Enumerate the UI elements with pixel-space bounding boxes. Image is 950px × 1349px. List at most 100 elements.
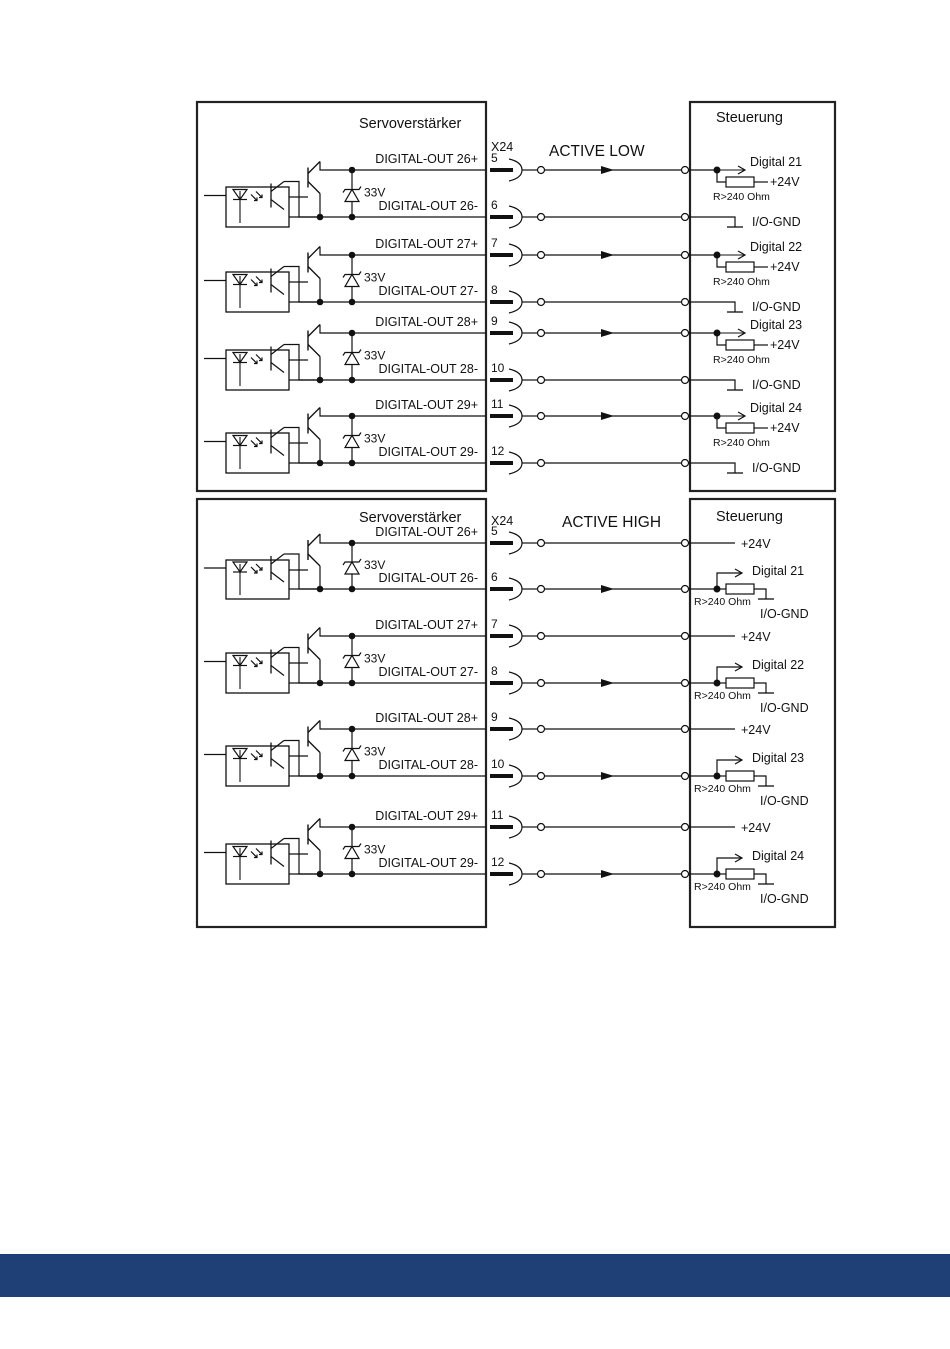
transistor-collector bbox=[307, 533, 321, 547]
zener-triangle bbox=[343, 747, 361, 762]
zener-bar bbox=[342, 843, 362, 850]
terminal-ring bbox=[536, 411, 546, 421]
phototransistor-icon bbox=[270, 266, 285, 295]
photodiode-icon bbox=[231, 561, 249, 595]
opto-collector-wire bbox=[289, 180, 320, 218]
light-arrow bbox=[250, 279, 258, 286]
digital-out-pos-label: DIGITAL-OUT 26+ bbox=[375, 152, 478, 166]
ground-wire bbox=[689, 216, 736, 227]
transistor-collector bbox=[307, 407, 321, 420]
light-arrow-head bbox=[259, 567, 263, 571]
digital-out-pos-label: DIGITAL-OUT 28+ bbox=[375, 315, 478, 329]
light-arrow-head bbox=[254, 756, 258, 761]
light-arrow-head bbox=[254, 854, 258, 859]
terminal-ring bbox=[536, 165, 546, 175]
light-arrow bbox=[250, 851, 258, 858]
light-arrow-head bbox=[259, 753, 263, 758]
pin-number: 12 bbox=[491, 855, 505, 869]
zener-diode-icon bbox=[342, 827, 362, 874]
light-arrow bbox=[250, 660, 258, 667]
input-arrow-icon bbox=[737, 328, 747, 338]
light-arrows-icon bbox=[250, 657, 263, 668]
digital-input-label: Digital 23 bbox=[750, 318, 802, 332]
resistor-wire bbox=[716, 170, 726, 183]
digital-out-neg-label: DIGITAL-OUT 26- bbox=[378, 199, 478, 213]
terminal-ring bbox=[536, 212, 546, 222]
zener-voltage-label: 33V bbox=[364, 652, 385, 666]
pt-emitter bbox=[270, 758, 285, 769]
led-triangle bbox=[231, 188, 249, 201]
transistor-icon bbox=[289, 324, 352, 380]
zener-triangle bbox=[343, 560, 361, 575]
digital-out-neg-label: DIGITAL-OUT 27- bbox=[378, 284, 478, 298]
input-arrow-icon bbox=[734, 755, 744, 765]
servo-amplifier-box bbox=[195, 497, 488, 929]
light-arrow bbox=[255, 657, 263, 664]
zener-diode-icon bbox=[342, 255, 362, 302]
optocoupler-box bbox=[225, 652, 290, 694]
digital-out-pos-label: DIGITAL-OUT 28+ bbox=[375, 711, 478, 725]
phototransistor-icon bbox=[270, 344, 285, 373]
pt-collector bbox=[270, 647, 285, 658]
phototransistor-icon bbox=[270, 647, 285, 676]
light-arrow-head bbox=[259, 194, 263, 199]
digital-input-label: Digital 24 bbox=[752, 849, 804, 863]
zener-bar bbox=[342, 558, 362, 566]
supply-label: +24V bbox=[741, 821, 771, 835]
digital-out-neg-label: DIGITAL-OUT 29- bbox=[378, 445, 478, 459]
direction-arrow-icon bbox=[601, 585, 614, 593]
optocoupler-box bbox=[225, 559, 290, 600]
servo-amplifier-box bbox=[195, 100, 488, 493]
resistor-value-label: R>240 Ohm bbox=[694, 596, 751, 608]
pt-collector bbox=[270, 181, 285, 192]
direction-arrow-icon bbox=[601, 251, 614, 259]
photodiode-icon bbox=[231, 351, 249, 386]
digital-out-pos-label: DIGITAL-OUT 27+ bbox=[375, 237, 478, 251]
pt-collector bbox=[270, 553, 285, 565]
pt-emitter bbox=[270, 856, 285, 867]
supply-label: +24V bbox=[770, 421, 800, 435]
terminal-ring bbox=[680, 584, 690, 594]
light-arrow bbox=[255, 354, 263, 361]
terminal-ring bbox=[680, 411, 690, 421]
digital-out-pos-label: DIGITAL-OUT 26+ bbox=[375, 525, 478, 539]
optocoupler-box bbox=[225, 186, 290, 228]
digital-out-neg-label: DIGITAL-OUT 27- bbox=[378, 665, 478, 679]
resistor-value-label: R>240 Ohm bbox=[694, 690, 751, 702]
io-gnd-label: I/O-GND bbox=[752, 461, 801, 475]
pin-number: 10 bbox=[491, 361, 505, 375]
zener-bar bbox=[342, 745, 362, 752]
servo-amplifier-title: Servoverstärker bbox=[359, 116, 462, 132]
terminal-ring bbox=[536, 724, 546, 734]
led-triangle bbox=[231, 654, 249, 667]
digital-out-neg-label: DIGITAL-OUT 29- bbox=[378, 856, 478, 870]
transistor-collector-wire bbox=[319, 324, 352, 334]
direction-arrow-icon bbox=[601, 772, 614, 780]
zener-bar bbox=[342, 271, 362, 278]
mode-label: ACTIVE HIGH bbox=[562, 514, 661, 531]
digital-input-label: Digital 21 bbox=[750, 155, 802, 169]
led-triangle bbox=[231, 351, 249, 364]
terminal-ring bbox=[680, 822, 690, 832]
light-arrow-head bbox=[259, 357, 263, 362]
supply-label: +24V bbox=[741, 630, 771, 644]
pin-number: 6 bbox=[491, 570, 498, 584]
pt-emitter bbox=[270, 284, 285, 295]
zener-bar bbox=[342, 349, 362, 356]
opto-collector-wire bbox=[289, 739, 320, 777]
transistor-icon bbox=[289, 161, 352, 217]
io-gnd-label: I/O-GND bbox=[760, 794, 809, 808]
light-arrow-head bbox=[259, 440, 263, 445]
transistor-icon bbox=[289, 407, 352, 463]
pin-number: 7 bbox=[491, 617, 498, 631]
pt-emitter bbox=[270, 199, 285, 210]
light-arrow-head bbox=[259, 660, 263, 665]
light-arrow bbox=[255, 191, 263, 198]
io-gnd-label: I/O-GND bbox=[752, 215, 801, 229]
resistor-value-label: R>240 Ohm bbox=[694, 881, 751, 893]
light-arrows-icon bbox=[250, 437, 263, 448]
pt-emitter bbox=[270, 665, 285, 676]
transistor-icon bbox=[289, 818, 352, 874]
light-arrow bbox=[255, 750, 263, 757]
resistor-value-label: R>240 Ohm bbox=[713, 354, 770, 366]
